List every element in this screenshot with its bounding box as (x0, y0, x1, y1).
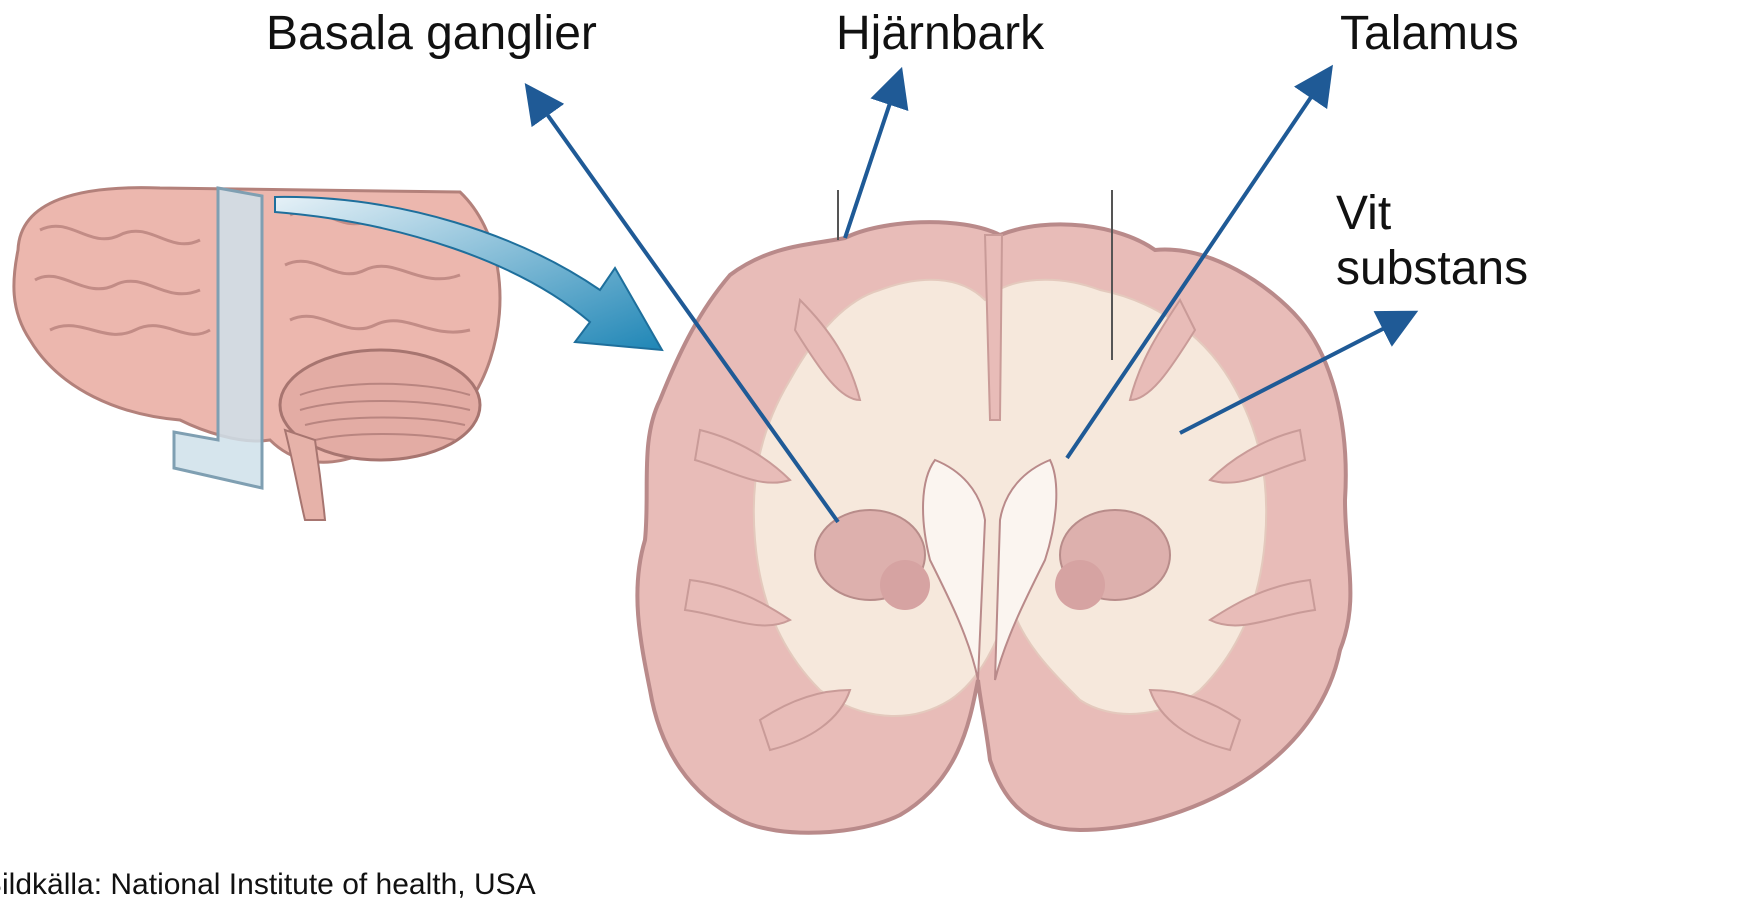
label-white-matter-line1: Vit (1336, 186, 1576, 241)
coronal-section (637, 190, 1350, 833)
label-cortex: Hjärnbark (836, 6, 1044, 61)
label-white-matter-line2: substans (1336, 241, 1576, 296)
cortex-pointer (845, 82, 897, 238)
label-basal-ganglia: Basala ganglier (266, 6, 597, 61)
label-thalamus: Talamus (1340, 6, 1519, 61)
label-white-matter: Vit substans (1336, 186, 1576, 296)
image-credit: Bildkälla: National Institute of health,… (0, 868, 536, 902)
